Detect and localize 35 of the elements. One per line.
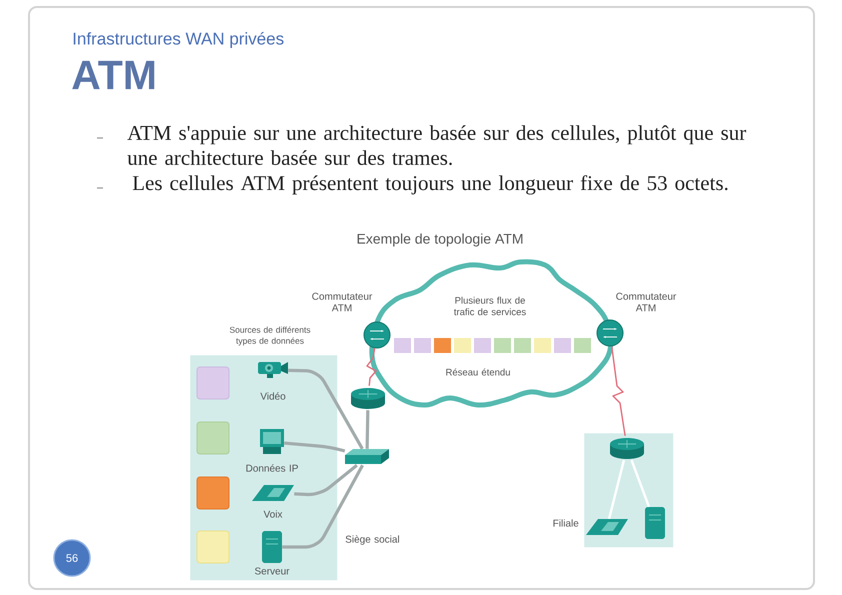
link-line [282, 464, 364, 549]
section-header: Infrastructures WAN privées [74, 32, 284, 48]
server-icon [262, 531, 282, 563]
atm-switch-icon [364, 322, 390, 348]
link-line [366, 410, 370, 449]
area-heading: Sources de différents types de données [230, 326, 310, 346]
router-icon [610, 438, 644, 459]
router-icon [351, 388, 385, 409]
link-line [284, 441, 346, 453]
bullet-text: ATM s'appuie sur une architecture basée sur des cellules, plutôt que sur une architecture basée sur des trames. [127, 125, 746, 166]
figure-title: Exemple de topologie ATM [358, 233, 522, 247]
serial-link-line [611, 346, 626, 436]
link-line [294, 464, 358, 496]
cloud-label: Plusieurs flux de trafic de services [454, 296, 526, 316]
device-label: Vidéo [260, 392, 286, 400]
server-icon [645, 507, 665, 539]
atm-switch-icon [596, 320, 624, 346]
site-label: Siège social [346, 535, 399, 545]
link-line [608, 460, 626, 520]
switch-icon [345, 449, 389, 464]
link-line [630, 460, 650, 508]
device-label: Voix [264, 510, 282, 518]
switch-label: Commutateur ATM [616, 292, 676, 312]
phone-icon [252, 485, 294, 501]
computer-icon [260, 429, 284, 454]
camera-icon [258, 362, 288, 378]
cloud-label: Réseau étendu [446, 368, 510, 376]
slide-title: ATM [72, 60, 154, 90]
device-label: Données IP [246, 464, 298, 472]
bullet-text: Les cellules ATM présentent toujours une longueur fixe de 53 octets. [132, 175, 728, 195]
switch-label: Commutateur ATM [312, 292, 372, 312]
device-label: Serveur [254, 567, 290, 575]
page-number: 56 [53, 539, 91, 577]
serial-link-line [366, 348, 377, 386]
phone-icon [586, 519, 628, 535]
